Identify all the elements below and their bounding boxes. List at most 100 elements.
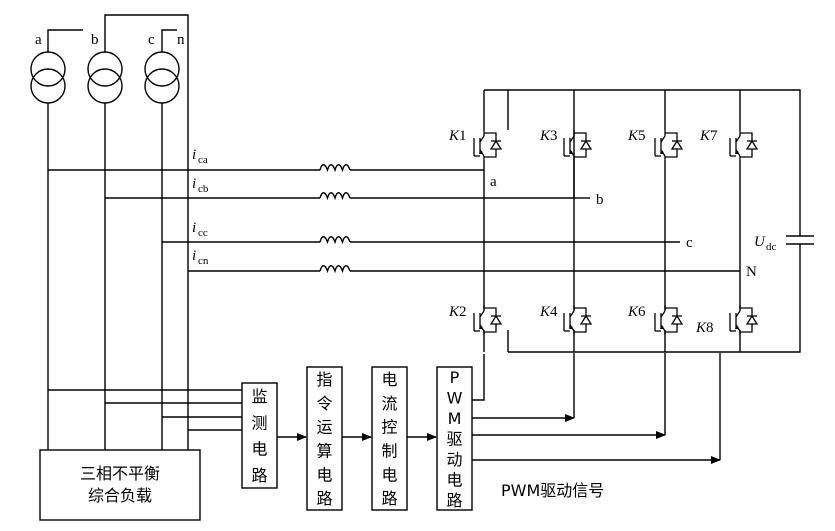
svg-text:K: K: [695, 320, 707, 336]
igbt-switch: [654, 305, 684, 335]
block-char: 指: [316, 370, 332, 389]
igbt-switches: [473, 130, 759, 335]
igbt-switch: [563, 130, 593, 160]
svg-text:cc: cc: [198, 227, 208, 239]
block-char: 路: [446, 491, 462, 510]
dc-voltage-label: U dc: [754, 234, 777, 253]
svg-text:i: i: [192, 147, 196, 163]
compensation-lines: [48, 130, 740, 274]
block-char: 监: [251, 387, 267, 406]
svg-text:K: K: [627, 128, 639, 144]
igbt-switch: [729, 305, 759, 335]
svg-text:7: 7: [710, 128, 718, 144]
block-char: 流: [381, 394, 397, 413]
svg-text:cb: cb: [198, 183, 209, 195]
svg-text:5: 5: [638, 128, 646, 144]
igbt-switch: [473, 130, 503, 160]
block-char: 路: [251, 466, 267, 485]
block-char: 电: [316, 465, 332, 484]
svg-text:3: 3: [550, 128, 558, 144]
svg-text:cn: cn: [198, 255, 209, 267]
block-char: W: [447, 389, 463, 408]
block-char: 控: [381, 418, 397, 437]
svg-text:i: i: [192, 176, 196, 192]
block-char: 算: [316, 441, 332, 460]
svg-text:U: U: [754, 234, 766, 250]
svg-text:1: 1: [459, 128, 467, 144]
block-char: 制: [381, 441, 397, 460]
block-char: P: [450, 368, 460, 387]
reference-calc-circuit-block: [306, 366, 343, 511]
svg-text:K: K: [539, 128, 551, 144]
svg-text:K: K: [539, 304, 551, 320]
load-box-line-1: 三相不平衡: [80, 464, 160, 483]
transformer-c: [144, 51, 180, 104]
unbalanced-load-box: [39, 449, 201, 521]
node-label-b: b: [596, 192, 604, 208]
block-char: 驱: [446, 430, 462, 449]
source-label-b: b: [91, 32, 99, 48]
current-label-icb: i cb: [192, 176, 209, 195]
block-char: 令: [316, 394, 332, 413]
current-control-circuit-block: [371, 366, 408, 511]
svg-text:K: K: [448, 304, 460, 320]
monitor-circuit-block: [241, 382, 278, 489]
block-char: 电: [381, 465, 397, 484]
pwm-signal-label: PWM驱动信号: [501, 481, 604, 500]
block-char: 测: [251, 413, 267, 432]
source-label-a: a: [35, 32, 42, 48]
svg-text:6: 6: [638, 304, 646, 320]
current-label-icn: i cn: [192, 248, 209, 267]
svg-text:4: 4: [550, 304, 558, 320]
block-char: M: [448, 409, 462, 428]
node-label-c: c: [686, 235, 693, 251]
svg-text:2: 2: [459, 304, 467, 320]
source-top-wires: [47, 14, 189, 450]
current-label-ica: i ca: [192, 147, 208, 166]
transformer-a: [30, 51, 66, 104]
load-box-line-2: 综合负载: [88, 486, 152, 505]
igbt-switch: [654, 130, 684, 160]
svg-text:ca: ca: [198, 154, 208, 166]
block-char: 运: [316, 418, 332, 437]
block-char: 电: [446, 470, 462, 489]
svg-text:K: K: [448, 128, 460, 144]
pwm-signal-lines: [472, 353, 721, 464]
block-char: 电: [381, 370, 397, 389]
svg-text:K: K: [699, 128, 711, 144]
block-char: 电: [251, 440, 267, 459]
svg-text:K: K: [627, 304, 639, 320]
block-char: 动: [446, 450, 462, 469]
svg-text:8: 8: [706, 320, 714, 336]
current-label-icc: i cc: [192, 220, 208, 239]
igbt-switch: [473, 305, 503, 335]
phase-lines: [47, 103, 163, 450]
source-label-n: n: [177, 32, 185, 48]
svg-text:i: i: [192, 248, 196, 264]
dc-capacitor: [786, 210, 814, 260]
svg-text:i: i: [192, 220, 196, 236]
igbt-switch: [563, 305, 593, 335]
node-label-n: N: [746, 264, 757, 280]
sensing-taps: [48, 389, 242, 431]
node-label-a: a: [490, 174, 497, 190]
source-label-c: c: [148, 32, 155, 48]
igbt-switch: [729, 130, 759, 160]
block-char: 路: [381, 489, 397, 508]
svg-text:dc: dc: [766, 241, 777, 253]
block-char: 路: [316, 489, 332, 508]
transformer-b: [87, 51, 123, 104]
pwm-driver-circuit-block: [436, 366, 473, 511]
